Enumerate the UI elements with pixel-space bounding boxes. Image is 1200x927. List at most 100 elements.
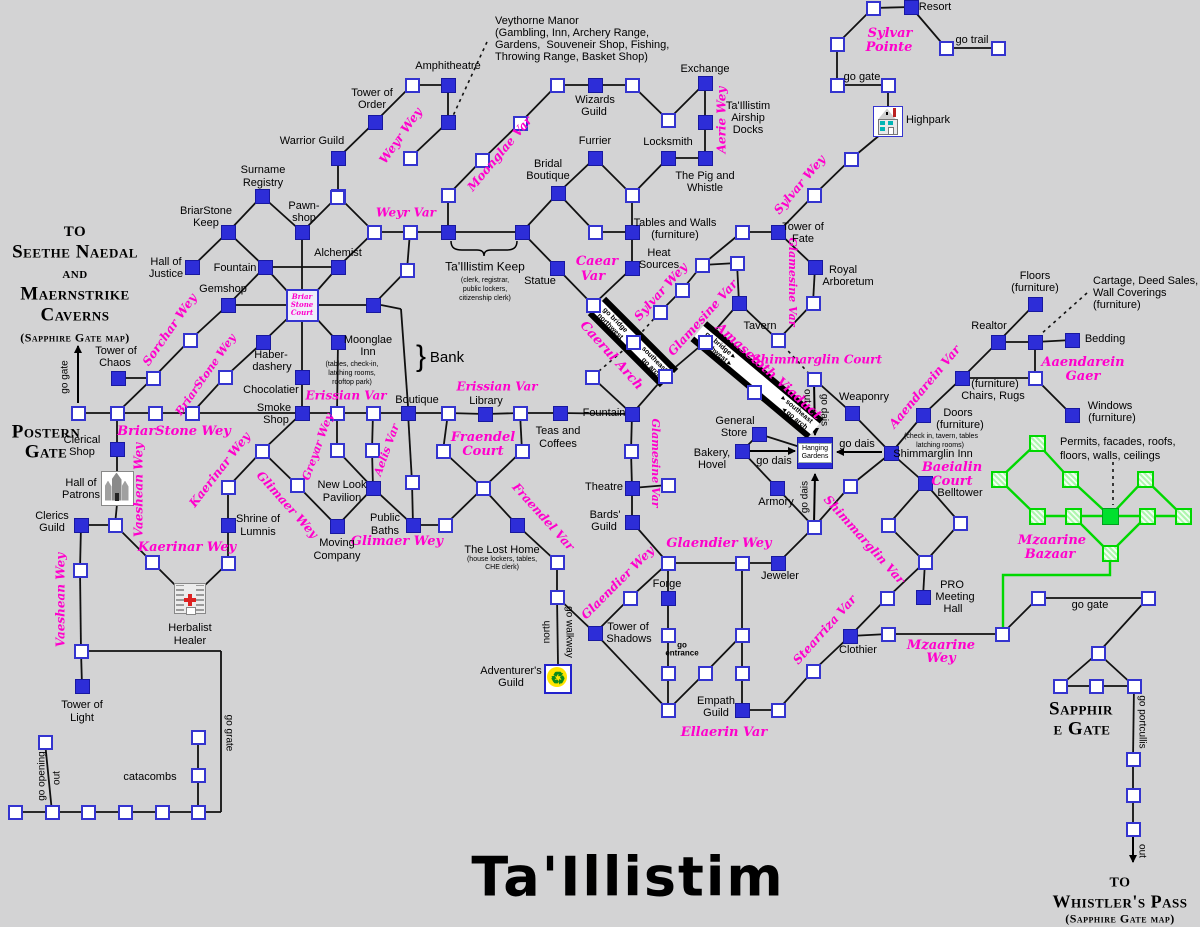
map-room-node-filled <box>400 405 416 421</box>
label-ta-illistim: Ta'Illistim <box>725 100 771 113</box>
map-room-node <box>660 477 676 493</box>
label-e-gate: e Gate <box>1053 718 1111 740</box>
map-room-node <box>770 332 786 348</box>
map-room-node <box>365 405 381 421</box>
map-room-node-filled <box>294 405 310 421</box>
map-room-node <box>404 77 420 93</box>
label-go-gate: go gate <box>59 360 71 394</box>
label-furrier: Furrier <box>578 135 612 148</box>
label-arboretum: Arboretum <box>822 276 874 289</box>
map-room-node <box>585 297 601 313</box>
map-room-node <box>624 77 640 93</box>
label-shop: Shop <box>69 446 95 459</box>
map-room-node <box>806 371 822 387</box>
map-room-node-filled <box>440 224 456 240</box>
map-room-node-filled <box>1064 407 1080 423</box>
map-room-node-filled <box>514 224 530 240</box>
label-sylvar: Sylvar <box>867 25 913 41</box>
map-room-node-filled <box>220 517 236 533</box>
label-go-walkway: go walkway <box>563 606 575 658</box>
label-floors-walls-ceilings: floors, walls, ceilings <box>1060 450 1161 463</box>
map-room-node-filled <box>220 297 236 313</box>
label-baths: Baths <box>370 525 400 538</box>
label-entrance: entrance <box>665 648 699 658</box>
map-room-node-filled <box>367 114 383 130</box>
map-room-node-filled <box>220 224 236 240</box>
label-tower-of: Tower of <box>607 621 649 634</box>
map-room-node-filled <box>330 259 346 275</box>
map-room-node <box>1125 821 1141 837</box>
map-room-node-filled <box>697 150 713 166</box>
map-room-node <box>660 702 676 718</box>
hanging-gardens-label: Gardens <box>801 453 829 460</box>
map-room-node <box>729 255 745 271</box>
label-shop: Shop <box>263 414 289 427</box>
map-room-node-filled <box>365 297 381 313</box>
label-latching-rooms: latching rooms, <box>328 370 376 378</box>
label-court: Court <box>462 443 504 459</box>
map-room-node <box>587 224 603 240</box>
label-tavern: Tavern <box>743 320 777 333</box>
map-room-node <box>144 554 160 570</box>
map-room-node <box>829 36 845 52</box>
map-room-node-filled <box>624 480 640 496</box>
map-room-node <box>512 405 528 421</box>
cathedral-icon <box>100 470 134 506</box>
label-inn: Inn <box>360 346 376 359</box>
highpark-house-icon <box>873 105 903 137</box>
map-room-node <box>404 474 420 490</box>
label-to: TO <box>1109 875 1131 891</box>
label-locksmith: Locksmith <box>643 136 693 149</box>
map-room-node-filled <box>74 678 90 694</box>
label-weyr-var: Weyr Var <box>376 205 436 220</box>
label-furniture: (furniture) <box>1088 412 1136 425</box>
map-room-node-filled <box>734 443 750 459</box>
map-room-node <box>549 554 565 570</box>
label-furniture: (furniture) <box>1011 282 1059 295</box>
map-room-node <box>1088 678 1104 694</box>
map-room-node <box>1052 678 1068 694</box>
map-room-node <box>734 627 750 643</box>
map-room-node <box>437 517 453 533</box>
label-empath: Empath <box>697 695 735 708</box>
map-room-node <box>549 589 565 605</box>
label-order: Order <box>357 99 387 112</box>
map-room-node <box>697 665 713 681</box>
label-out: out <box>1136 844 1148 858</box>
map-room-node-filled <box>587 150 603 166</box>
label-go: go <box>677 640 687 650</box>
map-room-node-filled <box>294 369 310 385</box>
label-clerk-registrar: (clerk, registrar, <box>460 277 510 285</box>
map-room-node <box>734 224 750 240</box>
map-room-node <box>829 77 845 93</box>
label-teas-and: Teas and <box>535 425 581 438</box>
label-postern: Postern <box>11 421 81 443</box>
label-tower-of: Tower of <box>95 345 137 358</box>
map-room-node-filled <box>329 518 345 534</box>
label-keep: Keep <box>193 217 219 230</box>
map-room-node-filled <box>624 224 640 240</box>
label-lumnis: Lumnis <box>240 526 276 539</box>
label-shimmarglin-court: Shimmarglin Court <box>752 352 882 367</box>
label-surname: Surname <box>240 164 286 177</box>
map-room-node <box>880 77 896 93</box>
label-to: TO <box>63 223 87 240</box>
label-warrior-guild: Warrior Guild <box>279 135 345 148</box>
label-wall-coverings: Wall Coverings <box>1093 287 1167 300</box>
map-room-node-filled <box>1064 332 1080 348</box>
label-pointe: Pointe <box>865 39 913 55</box>
label-furniture: (furniture) <box>971 378 1019 391</box>
label-sapphir: Sapphir <box>1049 698 1113 720</box>
map-room-node <box>145 370 161 386</box>
map-room-node <box>880 517 896 533</box>
map-room-node <box>674 282 690 298</box>
label-check-in-tavern-tables: (check in, tavern, tables <box>904 433 978 441</box>
label-erissian-var: Erissian Var <box>305 388 387 403</box>
label-theatre: Theatre <box>585 481 623 494</box>
map-room-node <box>329 405 345 421</box>
label-wizards: Wizards <box>575 94 615 107</box>
bazaar-room-node <box>1061 470 1079 488</box>
map-room-node-filled <box>844 405 860 421</box>
map-room-node-filled <box>477 406 493 422</box>
label-gaer: Gaer <box>1065 368 1101 384</box>
